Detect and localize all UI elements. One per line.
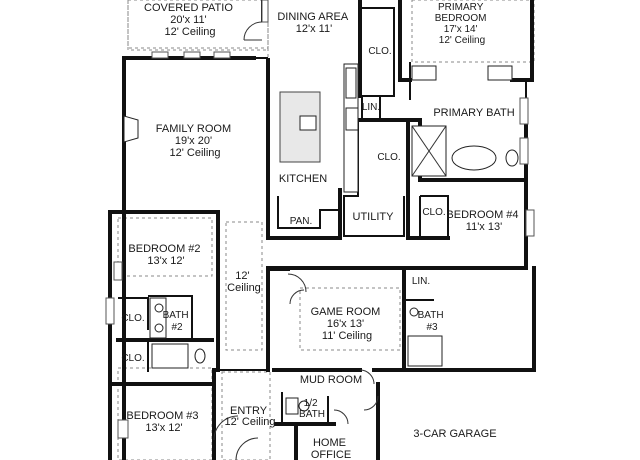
range-icon: [345, 107, 359, 131]
walls: [108, 0, 536, 460]
room-label-bath-3: BATH #3: [418, 310, 447, 333]
room-label-lin-1: LIN.: [362, 102, 380, 113]
bathtub-icon: [407, 335, 443, 367]
room-label-primary-bath: PRIMARY BATH: [433, 107, 514, 119]
room-label-home-office: HOME OFFICE: [311, 437, 351, 460]
vanity-icon: [487, 65, 513, 81]
bathtub-icon: [451, 145, 497, 171]
windows: [105, 0, 535, 439]
room-label-kitchen: KITCHEN: [279, 173, 327, 185]
toilet-icon: [505, 149, 519, 167]
room-label-primary-bedroom: PRIMARY BEDROOM 17'x 14' 12' Ceiling: [435, 2, 489, 46]
room-label-dining-area: DINING AREA 12'x 11': [277, 11, 350, 35]
room-label-clo-bath2: CLO.: [121, 353, 144, 364]
room-label-bedroom-2: BEDROOM #2 13'x 12': [128, 243, 203, 267]
room-label-family-room: FAMILY ROOM 19'x 20' 12' Ceiling: [156, 123, 234, 159]
room-label-pantry: PAN.: [290, 216, 313, 227]
room-label-bath-2: BATH #2: [163, 310, 192, 333]
room-label-covered-patio: COVERED PATIO 20'x 11' 12' Ceiling: [144, 2, 236, 38]
room-label-game-room: GAME ROOM 16'x 13' 11' Ceiling: [311, 306, 384, 342]
vanity-icon: [411, 65, 437, 81]
room-label-garage: 3-CAR GARAGE: [413, 428, 496, 440]
room-label-bedroom-3: BEDROOM #3 13'x 12': [126, 410, 201, 434]
sink-icon: [298, 400, 310, 412]
room-labels: COVERED PATIO 20'x 11' 12' Ceiling DININ…: [121, 2, 521, 460]
room-label-clo-2: CLO.: [377, 152, 400, 163]
fireplace-icon: [123, 115, 139, 143]
room-label-bedroom-4: BEDROOM #4 11'x 13': [446, 209, 521, 233]
fixtures: [123, 63, 519, 415]
room-label-mud-room: MUD ROOM: [300, 374, 362, 386]
toilet-icon: [285, 397, 299, 415]
toilet-icon: [194, 348, 206, 364]
kitchen-sink-icon: [299, 115, 317, 131]
room-label-lin-2: LIN.: [412, 276, 430, 287]
room-label-clo-primary: CLO.: [368, 46, 391, 57]
room-label-hall-ceiling: 12' Ceiling: [227, 270, 261, 294]
room-label-entry: ENTRY 12' Ceiling: [224, 405, 275, 428]
room-label-clo-bed2: CLO.: [121, 313, 144, 324]
doors: [213, 21, 379, 460]
room-label-clo-bed4: CLO.: [422, 207, 445, 218]
room-label-utility: UTILITY: [353, 211, 395, 223]
room-label-half-bath: 1/2 BATH: [299, 398, 325, 420]
bathtub-icon: [151, 343, 189, 369]
toilet-icon: [409, 307, 419, 317]
